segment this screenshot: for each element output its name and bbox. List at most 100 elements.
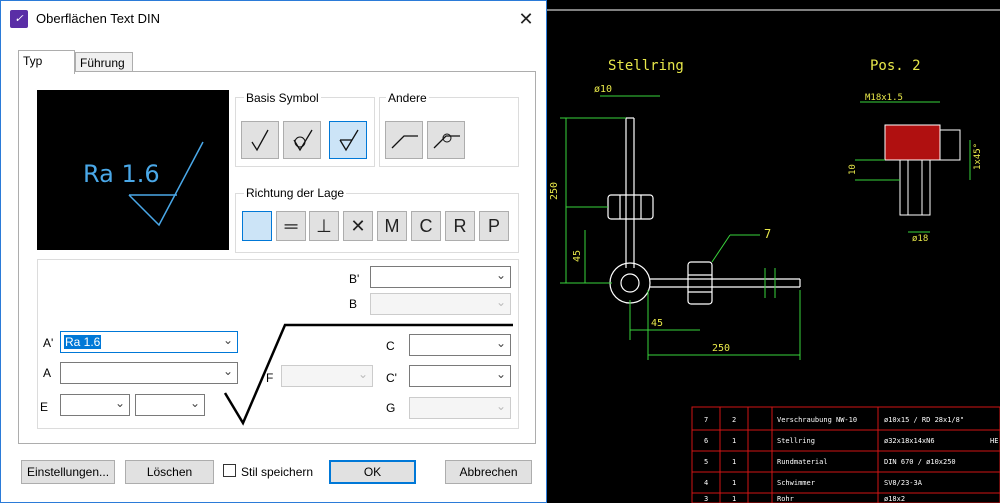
dim-d10: ø10 xyxy=(594,84,612,95)
richtung-radial-button[interactable]: R xyxy=(445,211,475,241)
andere-label: Andere xyxy=(386,91,429,105)
dim-250-horizontal: 250 xyxy=(712,343,730,354)
bom-cell: 1 xyxy=(732,495,736,503)
surface-symbol-diagram xyxy=(223,323,513,426)
bom-cell: Stellring xyxy=(777,437,815,445)
dialog-title: Oberflächen Text DIN xyxy=(36,11,161,26)
loeschen-button[interactable]: Löschen xyxy=(125,460,214,484)
g-combo[interactable]: ⌄ xyxy=(409,397,511,419)
dim-10: 10 xyxy=(848,164,858,175)
a-label: A xyxy=(43,366,52,380)
ok-button[interactable]: OK xyxy=(329,460,416,484)
e2-combo[interactable]: ⌄ xyxy=(135,394,205,416)
close-icon[interactable]: ✕ xyxy=(518,9,534,29)
c-combo[interactable]: ⌄ xyxy=(409,334,511,356)
c-label: C xyxy=(386,339,395,353)
preview-symbol-icon xyxy=(128,141,204,227)
bom-cell: 1 xyxy=(732,479,736,487)
abbrechen-button[interactable]: Abbrechen xyxy=(445,460,532,484)
andere-group xyxy=(379,97,519,167)
chevron-down-icon: ⌄ xyxy=(189,396,200,410)
chevron-down-icon: ⌄ xyxy=(495,367,506,381)
dim-chamfer: 1x45° xyxy=(973,143,983,170)
g-label: G xyxy=(386,401,396,415)
chevron-down-icon: ⌄ xyxy=(222,333,233,347)
richtung-none-button[interactable] xyxy=(242,211,272,241)
chevron-down-icon: ⌄ xyxy=(357,367,368,381)
bom-cell: 1 xyxy=(732,458,736,466)
bom-cell: Verschraubung NW-10 xyxy=(777,416,857,424)
dim-45-vertical: 45 xyxy=(572,250,583,262)
chevron-down-icon: ⌄ xyxy=(495,399,506,413)
e-label: E xyxy=(40,400,49,414)
tab-typ[interactable]: Typ xyxy=(18,50,75,74)
c-prime-combo[interactable]: ⌄ xyxy=(409,365,511,387)
bom-cell: ø18x2 xyxy=(884,495,905,503)
andere-line-button[interactable] xyxy=(385,121,423,159)
a-prime-label: A' xyxy=(43,336,54,350)
surface-text-dialog: ✓ Oberflächen Text DIN ✕ Typ Führung Ra … xyxy=(0,0,547,503)
richtung-group xyxy=(235,193,519,253)
f-label: F xyxy=(266,371,274,385)
bom-cell: DIN 670 / ø10x250 xyxy=(884,458,956,466)
pos2-part xyxy=(855,101,971,233)
bom-cell: 3 xyxy=(704,495,708,503)
bom-cell: 1 xyxy=(732,437,736,445)
basis-symbol-checkmark-button[interactable] xyxy=(241,121,279,159)
symbol-preview: Ra 1.6 xyxy=(37,90,229,250)
bom-cell: SV8/23-3A xyxy=(884,479,923,487)
bom-cell: HE xyxy=(990,437,998,445)
stil-speichern-label[interactable]: Stil speichern xyxy=(241,465,314,479)
c-prime-label: C' xyxy=(386,371,397,385)
dim-250: 250 xyxy=(549,182,560,200)
dialog-titlebar[interactable]: ✓ Oberflächen Text DIN ✕ xyxy=(1,1,546,39)
a-prime-combo[interactable]: Ra 1.6 ⌄ xyxy=(60,331,238,353)
drawing-title-right: Pos. 2 xyxy=(870,58,921,74)
chevron-down-icon: ⌄ xyxy=(495,336,506,350)
chevron-down-icon: ⌄ xyxy=(495,268,506,282)
bom-cell: 7 xyxy=(704,416,708,424)
richtung-multi-button[interactable]: M xyxy=(377,211,407,241)
dim-d18: ø18 xyxy=(912,234,928,244)
bom-cell: Schwimmer xyxy=(777,479,815,487)
bom-cell: Rohr xyxy=(777,495,794,503)
bom-cell: ø32x18x14xN6 xyxy=(884,437,935,445)
b-label: B xyxy=(349,297,358,311)
dim-m18: M18x1.5 xyxy=(865,93,903,103)
app-icon: ✓ xyxy=(10,10,28,28)
richtung-perpendicular-button[interactable]: ⊥ xyxy=(309,211,339,241)
dim-45-horizontal: 45 xyxy=(651,318,663,329)
richtung-parallel-button[interactable]: ═ xyxy=(276,211,306,241)
chevron-down-icon: ⌄ xyxy=(114,396,125,410)
richtung-crossed-button[interactable]: ✕ xyxy=(343,211,373,241)
f-combo[interactable]: ⌄ xyxy=(281,365,373,387)
bom-cell: 5 xyxy=(704,458,708,466)
basis-symbol-circle-button[interactable] xyxy=(283,121,321,159)
stil-speichern-checkbox[interactable] xyxy=(223,464,236,477)
pos-7-label: 7 xyxy=(764,227,771,241)
bom-cell: Rundmaterial xyxy=(777,458,828,466)
drawing-title-left: Stellring xyxy=(608,58,684,74)
chevron-down-icon: ⌄ xyxy=(222,364,233,378)
richtung-particulate-button[interactable]: P xyxy=(479,211,509,241)
basis-symbol-bar-button[interactable] xyxy=(329,121,367,159)
richtung-circular-button[interactable]: C xyxy=(411,211,441,241)
b-combo[interactable]: ⌄ xyxy=(370,293,511,315)
a-combo[interactable]: ⌄ xyxy=(60,362,238,384)
einstellungen-button[interactable]: Einstellungen... xyxy=(21,460,115,484)
b-prime-combo[interactable]: ⌄ xyxy=(370,266,511,288)
b-prime-label: B' xyxy=(349,272,360,286)
a-prime-value: Ra 1.6 xyxy=(64,335,102,349)
bom-cell: 6 xyxy=(704,437,708,445)
bom-table xyxy=(691,406,1000,503)
chevron-down-icon: ⌄ xyxy=(495,295,506,309)
e-combo[interactable]: ⌄ xyxy=(60,394,130,416)
tab-fuehrung[interactable]: Führung xyxy=(75,52,133,74)
basis-symbol-label: Basis Symbol xyxy=(244,91,321,105)
bom-cell: 4 xyxy=(704,479,708,487)
bom-cell: ø10x15 / RD 28x1/8" xyxy=(884,416,964,424)
preview-text: Ra 1.6 xyxy=(83,160,160,188)
richtung-label: Richtung der Lage xyxy=(244,186,347,200)
andere-circle-line-button[interactable] xyxy=(427,121,465,159)
parameters-group xyxy=(37,259,519,429)
